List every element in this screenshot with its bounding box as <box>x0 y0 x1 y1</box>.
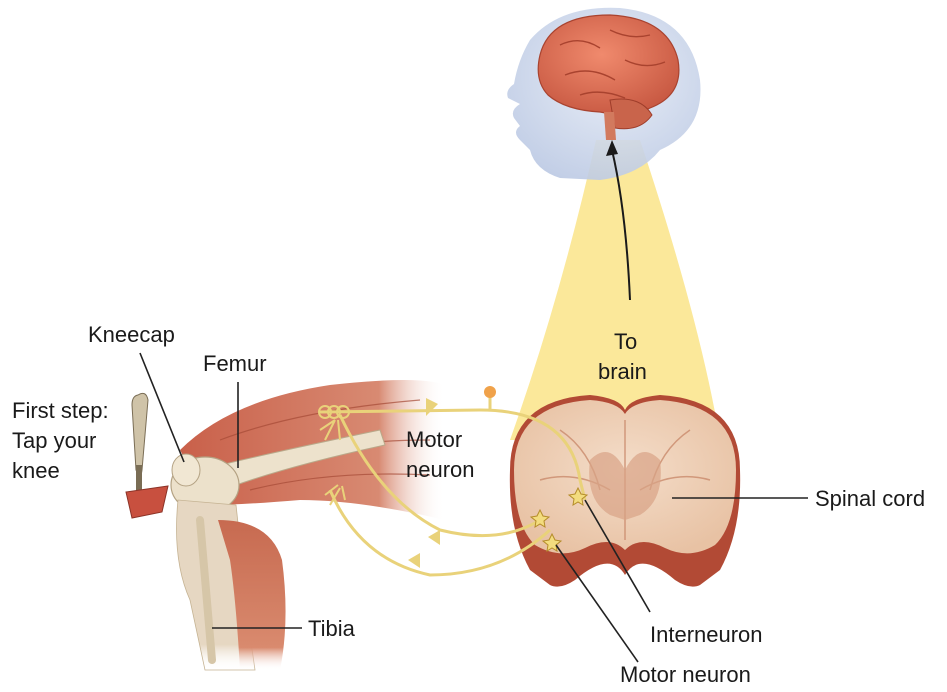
femur-label: Femur <box>203 349 267 379</box>
motor-neuron-top-label: Motor neuron <box>406 425 475 485</box>
to-brain-line-2: brain <box>598 357 647 387</box>
sensory-ganglion <box>484 386 496 398</box>
first-step-line-1: First step: <box>12 396 109 426</box>
first-step-line-2: Tap your <box>12 426 109 456</box>
to-brain-line-1: To <box>598 327 647 357</box>
interneuron-label: Interneuron <box>650 620 763 650</box>
motor-neuron-top-line-1: Motor <box>406 425 475 455</box>
reflex-hammer <box>126 393 168 518</box>
kneecap-label: Kneecap <box>88 320 175 350</box>
tibia-label: Tibia <box>308 614 355 644</box>
motor-neuron-bottom-label: Motor neuron <box>620 660 751 690</box>
highlight-cone <box>510 140 720 440</box>
motor-neuron-top-line-2: neuron <box>406 455 475 485</box>
first-step-label: First step: Tap your knee <box>12 396 109 486</box>
first-step-line-3: knee <box>12 456 109 486</box>
to-brain-label: To brain <box>598 327 647 387</box>
spinal-cord-label: Spinal cord <box>815 484 925 514</box>
